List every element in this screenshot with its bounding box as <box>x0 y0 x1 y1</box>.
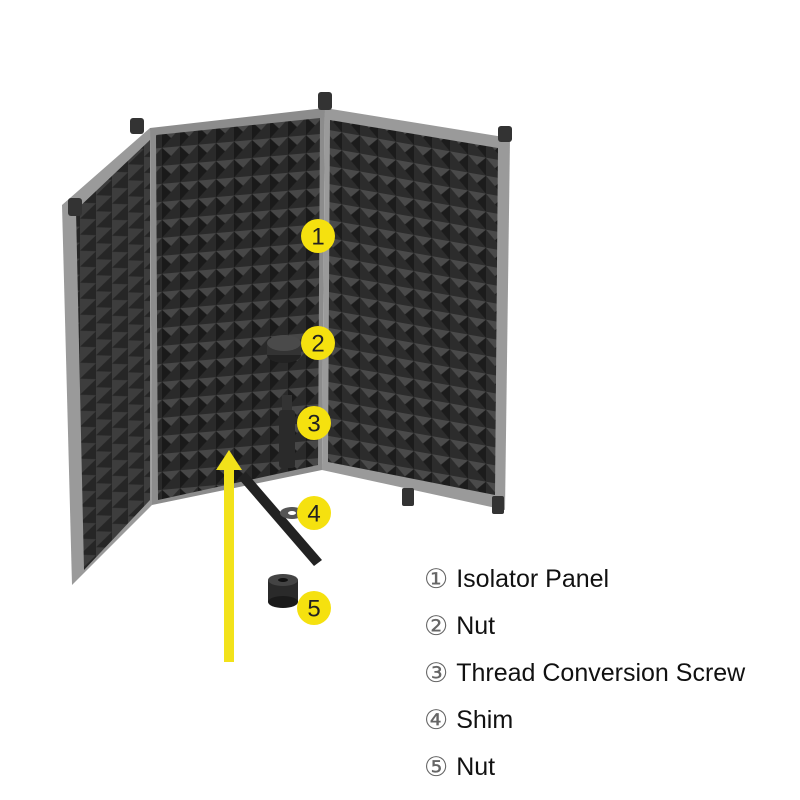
svg-text:3: 3 <box>307 411 320 438</box>
center-panel <box>150 108 325 505</box>
callout-3: 3 <box>297 406 331 440</box>
callout-5: 5 <box>297 591 331 625</box>
callout-4: 4 <box>297 496 331 530</box>
svg-text:5: 5 <box>307 596 320 623</box>
callout-2: 2 <box>301 326 335 360</box>
legend-marker: ④ <box>424 705 449 736</box>
legend-marker: ② <box>424 611 449 642</box>
right-panel <box>322 108 510 510</box>
svg-text:1: 1 <box>311 224 324 251</box>
legend-marker: ③ <box>424 658 449 689</box>
left-panel <box>62 128 152 585</box>
panel-knobs <box>68 92 512 514</box>
legend-label: Isolator Panel <box>456 565 610 593</box>
legend-marker: ⑤ <box>424 752 449 783</box>
parts-legend: ① Isolator Panel ② Nut ③ Thread Conversi… <box>424 556 745 791</box>
nut-part <box>267 335 301 363</box>
base-nut-part <box>268 574 298 608</box>
legend-marker: ① <box>424 564 449 595</box>
direction-arrow <box>216 450 242 662</box>
legend-item-thread-conversion-screw: ③ Thread Conversion Screw <box>424 650 745 697</box>
legend-label: Nut <box>456 753 496 781</box>
thread-screw-part <box>279 395 295 468</box>
legend-label: Shim <box>456 706 514 734</box>
svg-text:4: 4 <box>307 501 320 528</box>
legend-label: Nut <box>456 612 496 640</box>
callout-1: 1 <box>301 219 335 253</box>
svg-text:2: 2 <box>311 331 324 358</box>
legend-item-isolator-panel: ① Isolator Panel <box>424 556 745 603</box>
legend-item-nut: ② Nut <box>424 603 745 650</box>
legend-label: Thread Conversion Screw <box>456 659 746 687</box>
legend-item-shim: ④ Shim <box>424 697 745 744</box>
legend-item-base-nut: ⑤ Nut <box>424 744 745 791</box>
